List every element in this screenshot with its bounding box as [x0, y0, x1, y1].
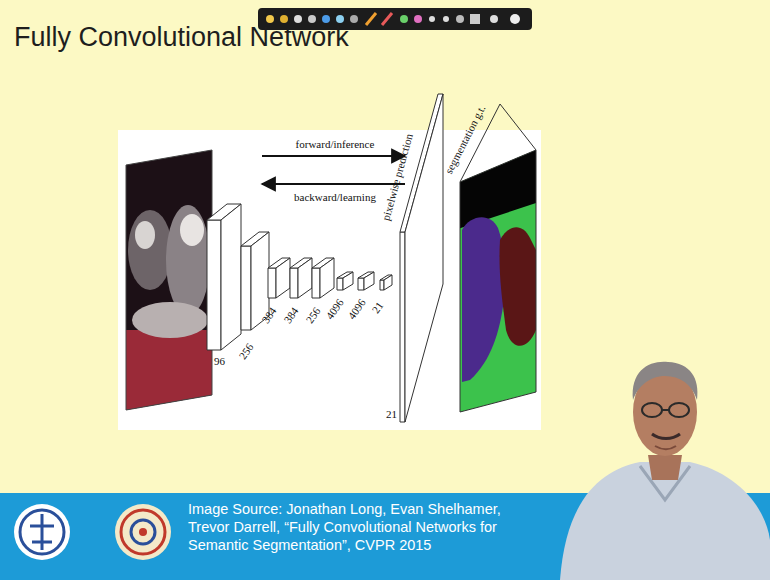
segmentation-image — [455, 140, 545, 420]
program-logo — [115, 504, 171, 560]
layer-blocks — [207, 204, 392, 350]
institute-logo — [14, 504, 70, 560]
backward-arrow — [262, 183, 405, 185]
slide-title: Fully Convolutional Network — [14, 22, 349, 53]
forward-arrow — [262, 155, 405, 157]
channel-count: 256 — [236, 341, 256, 362]
channel-count: 21 — [369, 300, 386, 316]
channel-count: 384 — [259, 305, 279, 326]
channel-count: 384 — [281, 305, 301, 326]
segmentation-edge — [500, 104, 536, 150]
channel-count: 256 — [303, 305, 323, 326]
channel-count: 4096 — [345, 297, 368, 322]
channel-count: 21 — [386, 408, 397, 421]
plane-label: segmentation g.t. — [442, 103, 488, 176]
plane-label: pixelwise prediction — [379, 132, 415, 222]
arrow-label: forward/inference — [296, 138, 375, 151]
channel-count: 4096 — [323, 297, 346, 322]
arrow-label: backward/learning — [294, 191, 376, 204]
channel-count: 96 — [214, 355, 225, 368]
input-photo — [120, 140, 220, 420]
image-source-caption: Image Source: Jonathan Long, Evan Shelha… — [188, 500, 543, 554]
presenter-figure — [560, 362, 770, 580]
